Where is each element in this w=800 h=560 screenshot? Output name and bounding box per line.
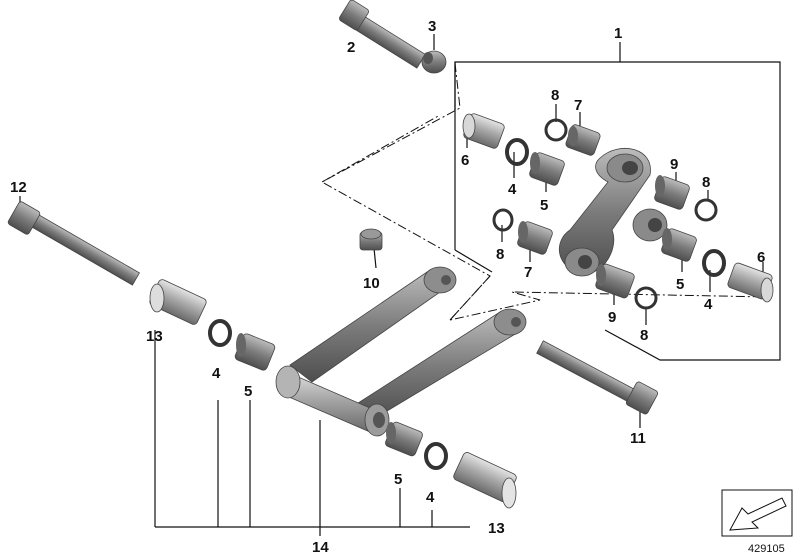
callout-9: 9 xyxy=(608,309,616,326)
bushing-7-lower xyxy=(517,221,553,255)
callout-4: 4 xyxy=(212,365,221,382)
sleeve-3 xyxy=(421,50,447,74)
callout-4: 4 xyxy=(426,489,435,506)
callout-3: 3 xyxy=(428,18,436,35)
washer-4-lower-left xyxy=(208,319,232,347)
callout-9: 9 xyxy=(670,156,678,173)
callout-4: 4 xyxy=(704,296,713,313)
seal-ring-8-left xyxy=(492,208,514,232)
callout-8: 8 xyxy=(496,246,504,263)
callout-4: 4 xyxy=(508,181,517,198)
callout-13: 13 xyxy=(488,520,505,537)
callout-10: 10 xyxy=(363,275,380,292)
callout-1: 1 xyxy=(614,25,622,42)
item-1-bracket xyxy=(454,42,781,361)
callout-8: 8 xyxy=(640,327,648,344)
callout-12: 12 xyxy=(10,179,27,196)
callout-labels: 1 2 3 8 7 6 4 5 9 8 8 7 5 4 6 9 8 12 10 … xyxy=(10,18,765,556)
callout-6: 6 xyxy=(757,249,765,266)
bushing-9-lower xyxy=(595,263,635,299)
document-footer: 429105 xyxy=(721,489,793,555)
bolt-11 xyxy=(536,340,659,415)
document-number: 429105 xyxy=(748,543,785,555)
bushing-7-upper xyxy=(565,124,601,156)
washer-4-bottom xyxy=(424,442,448,470)
bushing-5-left xyxy=(529,152,565,186)
bushing-5-bottom xyxy=(385,421,423,457)
sleeve-6-left xyxy=(462,113,505,149)
sleeve-6-right xyxy=(727,262,774,303)
bolt-2 xyxy=(339,0,426,69)
callout-2: 2 xyxy=(347,39,355,56)
bushing-5-right xyxy=(661,228,697,262)
linkage-frame-14 xyxy=(275,266,527,437)
sleeve-13-left xyxy=(149,279,207,325)
callout-5: 5 xyxy=(394,471,402,488)
item-14-bracket xyxy=(154,330,470,536)
callout-7: 7 xyxy=(574,97,582,114)
seal-ring-8-right xyxy=(694,198,718,222)
callout-5: 5 xyxy=(676,276,684,293)
callout-7: 7 xyxy=(524,264,532,281)
callout-6: 6 xyxy=(461,152,469,169)
callout-11: 11 xyxy=(630,430,646,447)
long-bolt-12 xyxy=(7,201,140,286)
callout-5: 5 xyxy=(540,197,548,214)
rocker-link-1 xyxy=(558,148,668,277)
callout-14: 14 xyxy=(312,539,329,556)
nut-10 xyxy=(359,228,383,251)
sleeve-13-bottom xyxy=(453,452,517,509)
seal-ring-8-lower xyxy=(634,286,658,310)
seal-ring-8-upper xyxy=(544,118,568,142)
bushing-5-lower-left xyxy=(234,333,276,371)
callout-8: 8 xyxy=(702,174,710,191)
washer-4-right xyxy=(702,249,726,277)
dash-dot-group-outline xyxy=(320,62,771,321)
bushing-9-upper xyxy=(654,175,690,210)
washer-4-left xyxy=(505,138,529,166)
callout-8: 8 xyxy=(551,87,559,104)
callout-13: 13 xyxy=(146,328,163,345)
callout-5: 5 xyxy=(244,383,252,400)
